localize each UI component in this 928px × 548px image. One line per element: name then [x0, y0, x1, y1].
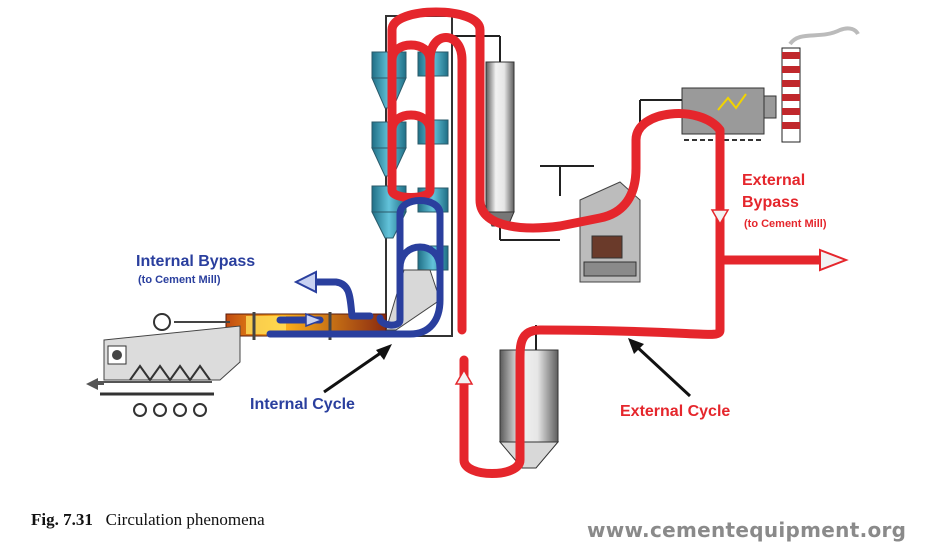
external-cycle-up-arrow: [454, 368, 474, 385]
clinker-cooler: [86, 325, 241, 417]
figure-title: Circulation phenomena: [105, 510, 265, 529]
clinker-outlet-arrow: [86, 378, 98, 390]
external-cycle-pointer: [628, 338, 692, 398]
internal-cycle-pointer: [323, 344, 392, 394]
figure-number: Fig. 7.31: [31, 510, 93, 529]
internal-bypass-sublabel: (to Cement Mill): [138, 274, 221, 286]
external-cycle-down-arrow: [710, 209, 730, 226]
raw-meal-silo: [498, 325, 560, 469]
internal-bypass-label: Internal Bypass: [136, 253, 256, 270]
internal-cycle-arrow: [305, 312, 325, 328]
conditioning-tower: [452, 35, 560, 241]
smoke-plume: [788, 26, 860, 46]
internal-bypass-arrow: [293, 270, 317, 294]
external-bypass-label-line1: External: [742, 172, 806, 189]
chimney: [781, 26, 860, 143]
external-cycle-label: External Cycle: [620, 403, 731, 420]
watermark: www.cementequipment.org: [587, 518, 907, 542]
external-bypass-label-line2: Bypass: [742, 194, 799, 211]
internal-cycle-label: Internal Cycle: [250, 396, 355, 413]
external-bypass-arrow: [819, 248, 849, 272]
figure-caption: Fig. 7.31 Circulation phenomena: [31, 510, 265, 530]
cooler-fans: [133, 403, 207, 417]
external-bypass-sublabel: (to Cement Mill): [744, 218, 827, 230]
external-cycle-loop: [387, 7, 825, 478]
